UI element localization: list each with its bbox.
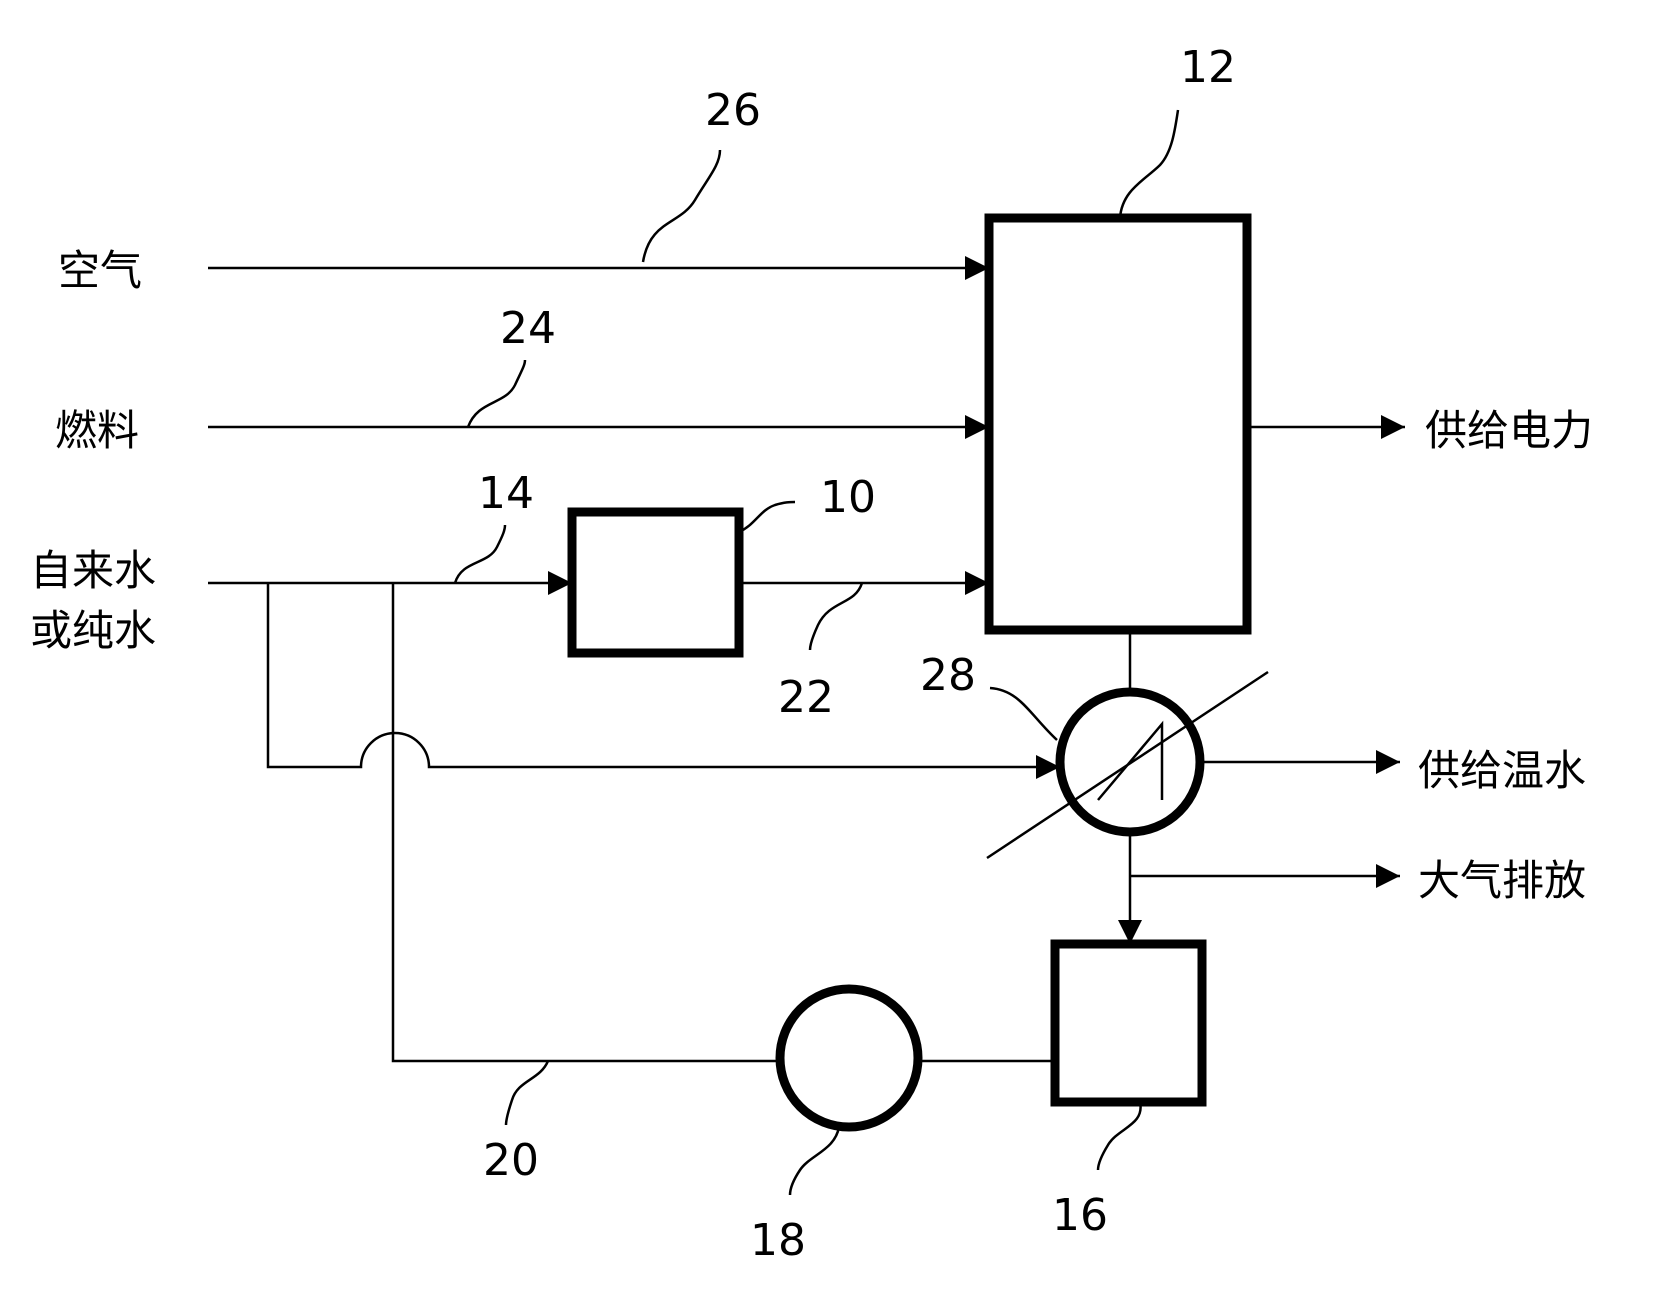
- ref-22: 22: [778, 672, 834, 723]
- ref-18: 18: [750, 1215, 806, 1266]
- leader-28: [989, 686, 1058, 741]
- ref-10: 10: [820, 472, 876, 523]
- leader-10: [738, 500, 796, 534]
- unit-16-block: [1050, 939, 1207, 1107]
- ref-24: 24: [500, 303, 556, 354]
- ref-26: 26: [705, 85, 761, 136]
- leader-24: [466, 359, 527, 428]
- ref-28: 28: [920, 650, 976, 701]
- leader-16: [1096, 1101, 1142, 1171]
- fuel-cell-block: [984, 213, 1252, 635]
- ref-20: 20: [483, 1135, 539, 1186]
- air-label: 空气: [58, 246, 142, 295]
- leader-22: [808, 582, 864, 651]
- fuel-label: 燃料: [55, 406, 139, 455]
- ref-14: 14: [478, 468, 534, 519]
- ref-12: 12: [1180, 42, 1236, 93]
- leader-14: [453, 524, 507, 584]
- heat-exchanger-zigzag: [1097, 720, 1164, 801]
- leader-12: [1118, 109, 1180, 219]
- leader-20: [504, 1060, 550, 1126]
- leader-26: [641, 149, 722, 263]
- pump-18-circle: [775, 984, 923, 1132]
- recovered-water-line: [391, 583, 780, 1063]
- water-label-line1: 自来水: [30, 546, 156, 595]
- exhaust-output-label: 大气排放: [1418, 856, 1586, 905]
- leader-18: [788, 1126, 841, 1196]
- hot-water-output-label: 供给温水: [1418, 746, 1586, 795]
- ref-16: 16: [1052, 1190, 1108, 1241]
- power-output-label: 供给电力: [1425, 406, 1593, 455]
- water-label-line2: 或纯水: [30, 606, 156, 655]
- unit-10-block: [567, 507, 744, 658]
